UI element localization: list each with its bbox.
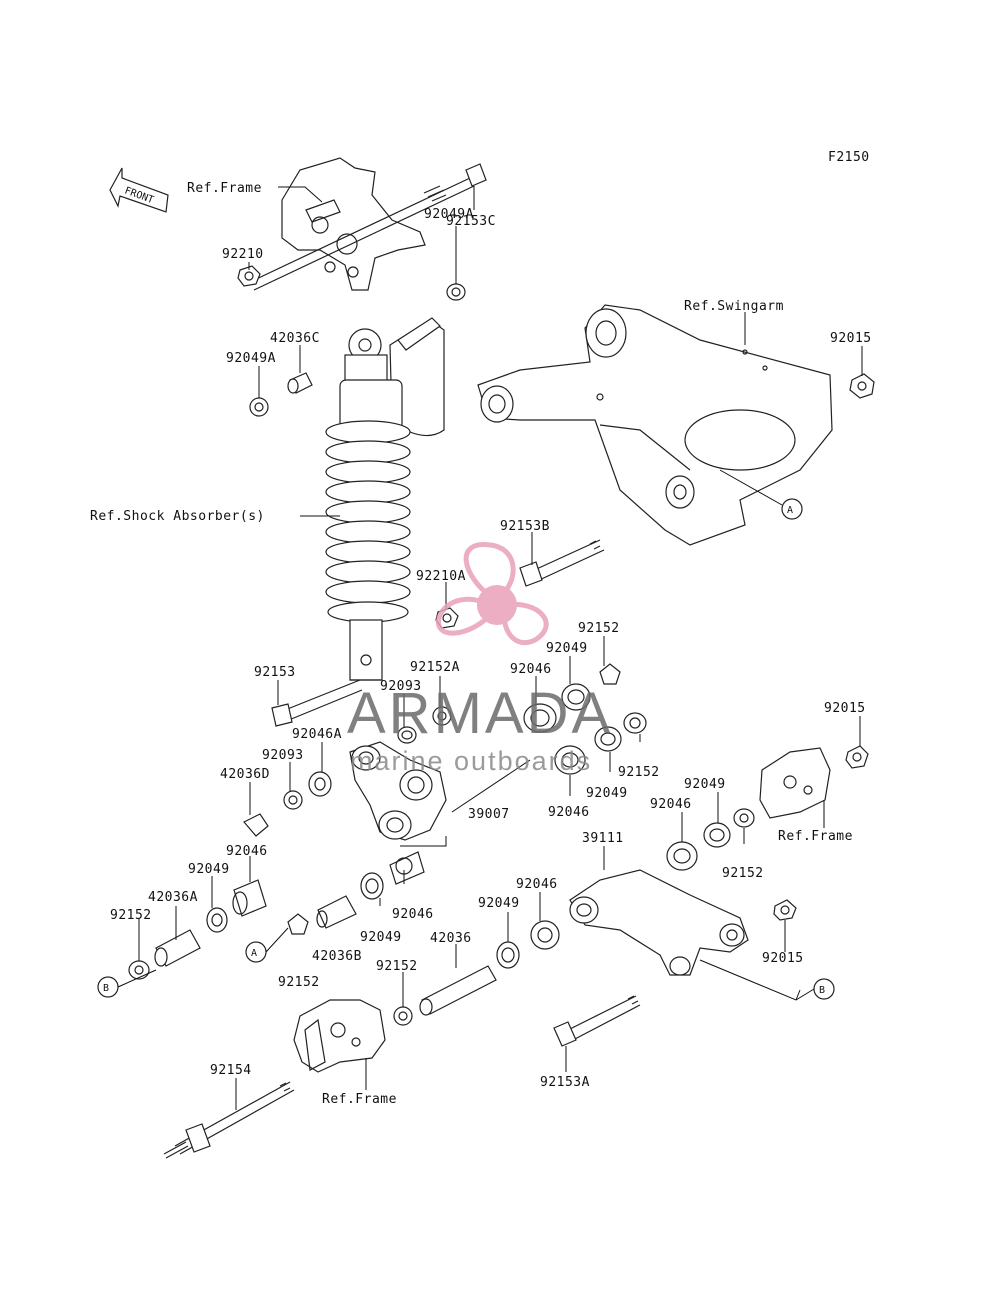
bolt-92153b xyxy=(519,539,605,587)
label-92152-f: 92152 xyxy=(278,975,320,990)
propeller-logo-icon xyxy=(435,542,549,645)
leader-lines xyxy=(117,186,863,1110)
ring-92152a xyxy=(432,706,452,726)
label-92049-b: 92049 xyxy=(586,786,628,801)
bolt-92153a xyxy=(553,995,641,1047)
nut-92210 xyxy=(237,265,261,287)
label-92152a: 92152A xyxy=(410,660,460,675)
label-92049-e: 92049 xyxy=(478,896,520,911)
svg-text:A: A xyxy=(787,505,793,516)
watermark-brand: ARMADA xyxy=(347,681,613,746)
rocker-arm-39007 xyxy=(349,741,447,841)
label-92046-d: 92046 xyxy=(226,844,268,859)
label-92152-d: 92152 xyxy=(110,908,152,923)
label-92015-bottom: 92015 xyxy=(762,951,804,966)
label-92046-c: 92046 xyxy=(650,797,692,812)
label-92152-e: 92152 xyxy=(376,959,418,974)
axle-92154 xyxy=(163,1081,295,1159)
nut-92015-top xyxy=(849,373,875,399)
svg-text:A: A xyxy=(251,948,257,959)
label-92049a-left: 92049A xyxy=(226,351,276,366)
svg-text:B: B xyxy=(103,983,109,994)
swingarm xyxy=(477,304,833,546)
seal-92093-a xyxy=(397,726,417,744)
label-42036a: 42036A xyxy=(148,890,198,905)
label-92046-e: 92046 xyxy=(516,877,558,892)
watermark: ARMADA marine outboards xyxy=(347,542,613,776)
ref-swingarm-label: Ref.Swingarm xyxy=(684,299,784,314)
label-92049-c: 92049 xyxy=(684,777,726,792)
watermark-tagline: marine outboards xyxy=(350,746,592,776)
label-39007: 39007 xyxy=(468,807,510,822)
label-92015-top: 92015 xyxy=(830,331,872,346)
washer-92049a-top xyxy=(446,283,466,301)
label-42036b: 42036B xyxy=(312,949,362,964)
bearing-group-middle-right xyxy=(666,808,755,871)
marker-a-left: A xyxy=(245,941,267,963)
label-92049-f: 92049 xyxy=(360,930,402,945)
label-92046-a: 92046 xyxy=(510,662,552,677)
frame-bracket-right xyxy=(759,745,869,819)
label-92049-d: 92049 xyxy=(188,862,230,877)
label-92046a: 92046A xyxy=(292,727,342,742)
ref-frame-right-label: Ref.Frame xyxy=(778,829,853,844)
bolt-92153 xyxy=(271,679,363,727)
collar-42036c xyxy=(287,372,313,394)
label-92153c: 92153C xyxy=(446,214,496,229)
ref-shock-label: Ref.Shock Absorber(s) xyxy=(90,509,265,524)
label-92210a: 92210A xyxy=(416,569,466,584)
label-92152-c: 92152 xyxy=(722,866,764,881)
label-92049a-top: 92049A xyxy=(424,207,474,222)
label-92153: 92153 xyxy=(254,665,296,680)
label-92152-b: 92152 xyxy=(618,765,660,780)
frame-bracket-bottom xyxy=(293,999,386,1073)
label-92093-b: 92093 xyxy=(262,748,304,763)
label-92210: 92210 xyxy=(222,247,264,262)
bearing-group-upper-right xyxy=(523,663,647,775)
part-labels: Ref.Frame 92153C 92210 92049A Ref.Swinga… xyxy=(90,181,872,1107)
label-92093-a: 92093 xyxy=(380,679,422,694)
bolt-92153c xyxy=(249,163,487,291)
marker-b-left: B xyxy=(97,976,119,998)
label-92153b: 92153B xyxy=(500,519,550,534)
label-92046-b: 92046 xyxy=(548,805,590,820)
figure-code: F2150 xyxy=(828,150,870,165)
front-arrow-icon: FRONT xyxy=(109,167,169,213)
shock-absorber xyxy=(325,317,445,681)
label-42036: 42036 xyxy=(430,931,472,946)
svg-text:B: B xyxy=(819,985,825,996)
ref-frame-top-label: Ref.Frame xyxy=(187,181,262,196)
label-92154: 92154 xyxy=(210,1063,252,1078)
frame-bracket-top xyxy=(281,157,426,291)
washer-92049a-left xyxy=(249,397,269,417)
label-42036d: 42036D xyxy=(220,767,270,782)
tie-rod-39111 xyxy=(569,869,749,976)
label-92049-a: 92049 xyxy=(546,641,588,656)
marker-a-right: A xyxy=(781,498,803,520)
ref-frame-bottom-label: Ref.Frame xyxy=(322,1092,397,1107)
marker-b-right: B xyxy=(813,978,835,1000)
label-39111: 39111 xyxy=(582,831,624,846)
label-92153a: 92153A xyxy=(540,1075,590,1090)
left-small-parts xyxy=(243,771,332,837)
bearing-row-lower-middle xyxy=(393,899,797,1026)
bearing-row-lower-left xyxy=(128,851,425,980)
label-42036c: 42036C xyxy=(270,331,320,346)
label-92046-f: 92046 xyxy=(392,907,434,922)
label-92015-right: 92015 xyxy=(824,701,866,716)
label-92152-a: 92152 xyxy=(578,621,620,636)
